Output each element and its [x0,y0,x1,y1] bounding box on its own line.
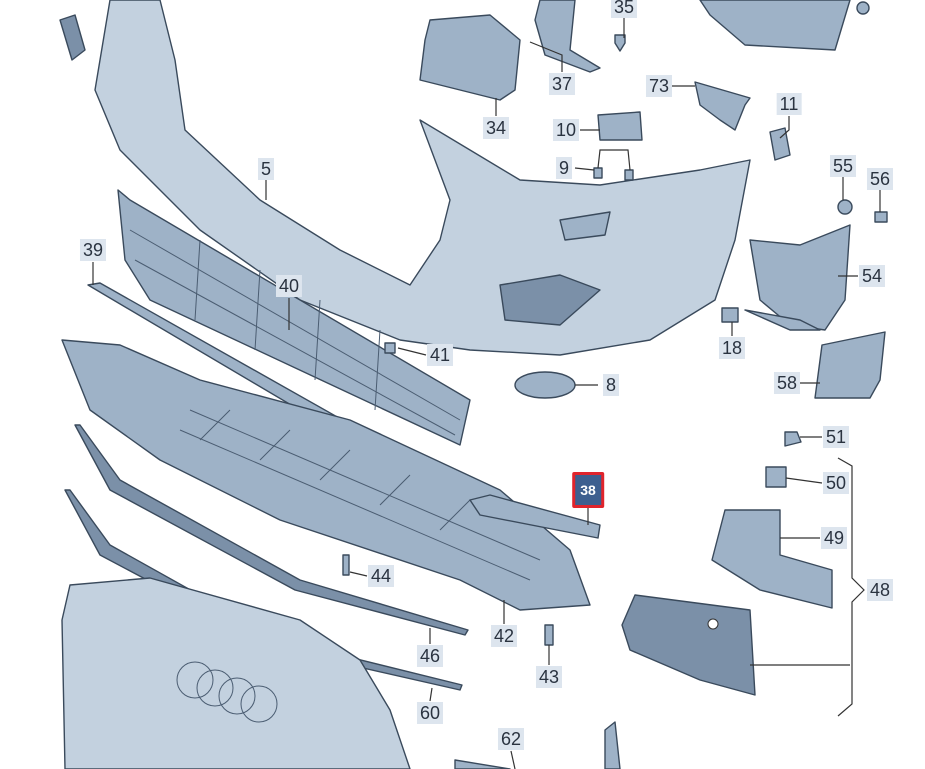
callout-60[interactable]: 60 [416,702,444,724]
callout-44[interactable]: 44 [367,565,395,587]
callout-51[interactable]: 51 [822,426,850,448]
callout-38-selected[interactable]: 38 [572,472,604,508]
callout-8[interactable]: 8 [602,374,620,396]
bracket-38-part[interactable] [469,494,601,539]
radiator-grille-part[interactable] [61,577,411,769]
lower-panel-42-part[interactable] [61,339,591,611]
callout-37[interactable]: 37 [548,73,576,95]
cover-58-part[interactable] [814,331,886,399]
bracket-37-part[interactable] [534,0,601,73]
callout-62[interactable]: 62 [497,728,525,750]
callout-34[interactable]: 34 [482,117,510,139]
clip-11-part[interactable] [769,127,791,161]
callout-73[interactable]: 73 [645,75,673,97]
callout-39[interactable]: 39 [79,239,107,261]
callout-41[interactable]: 41 [426,344,454,366]
callout-43[interactable]: 43 [535,666,563,688]
strip-46-part[interactable] [74,424,469,636]
callout-54[interactable]: 54 [858,265,886,287]
trim-49-part[interactable] [711,509,833,609]
bracket-73-part[interactable] [694,81,751,131]
callout-11[interactable]: 11 [776,93,802,115]
callout-46[interactable]: 46 [416,645,444,667]
callout-18[interactable]: 18 [718,337,746,359]
bracket-54-part[interactable] [749,224,851,331]
grille-40-part[interactable] [117,189,471,446]
callout-48[interactable]: 48 [866,579,894,601]
bracket-10-part[interactable] [597,111,643,141]
cap-8-part[interactable] [514,371,576,399]
callout-56[interactable]: 56 [866,168,894,190]
callout-42[interactable]: 42 [490,625,518,647]
callout-10[interactable]: 10 [552,119,580,141]
callout-5[interactable]: 5 [257,158,275,180]
callout-50[interactable]: 50 [822,472,850,494]
callout-9[interactable]: 9 [555,157,573,179]
callout-35[interactable]: 35 [610,0,638,18]
bumper-cover-part[interactable] [94,0,751,356]
callout-40[interactable]: 40 [275,275,303,297]
part-18[interactable] [721,307,739,323]
grille-48-part[interactable] [621,594,756,696]
callout-49[interactable]: 49 [820,527,848,549]
callout-58[interactable]: 58 [773,372,801,394]
callout-55[interactable]: 55 [829,155,857,177]
bracket-34-part[interactable] [419,14,521,101]
